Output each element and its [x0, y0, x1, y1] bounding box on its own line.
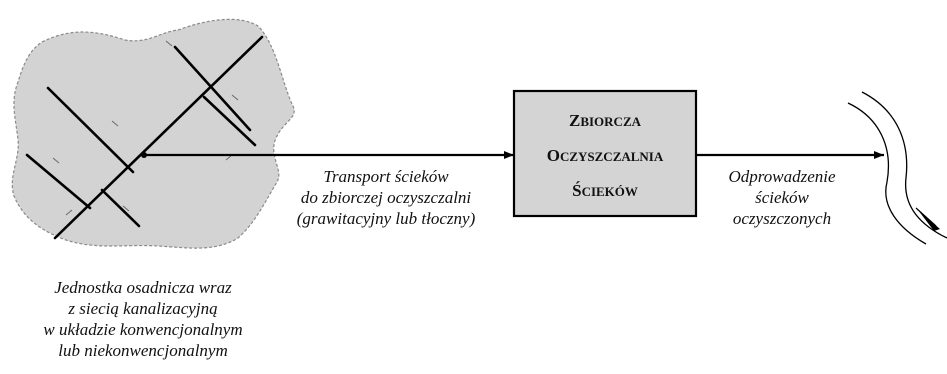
settlement-label-line-3: w układzie konwencjonalnym — [43, 320, 242, 339]
discharge-label-line-1: Odprowadzenie — [728, 167, 835, 186]
transport-label-line-2: do zbiorczej oczyszczalni — [301, 188, 472, 207]
treatment-plant-title-line-1: ZBIORCZA — [569, 111, 642, 130]
settlement-area — [11, 18, 295, 249]
river — [847, 91, 947, 245]
sewer-branch-upper — [173, 45, 252, 132]
river-bank-left — [847, 102, 927, 245]
settlement-label: Jednostka osadnicza wraz z siecią kanali… — [43, 278, 242, 360]
treatment-plant-title-line-2: OCZYSZCZALNIA — [547, 146, 664, 165]
sewer-network — [25, 35, 264, 240]
transport-label: Transport ścieków do zbiorczej oczyszcza… — [297, 167, 476, 228]
discharge-label-line-2: ścieków — [755, 188, 809, 207]
sewer-main-collector — [53, 35, 264, 240]
river-bank-right — [861, 91, 947, 239]
discharge-label: Odprowadzenie ścieków oczyszczonych — [728, 167, 835, 228]
sewer-branch-right — [202, 95, 257, 147]
treatment-plant-title-line-3: ŚCIEKÓW — [572, 181, 638, 200]
settlement-label-line-2: z siecią kanalizacyjną — [67, 299, 217, 318]
sewer-branch-middle — [46, 86, 135, 174]
treatment-plant-box — [512, 89, 698, 218]
treatment-plant: ZBIORCZA OCZYSZCZALNIA ŚCIEKÓW — [512, 89, 698, 218]
settlement-label-line-4: lub niekonwencjonalnym — [58, 341, 228, 360]
sewer-branch-lower — [25, 153, 92, 210]
transport-label-line-1: Transport ścieków — [323, 167, 449, 186]
sewer-branch-bottom — [100, 188, 141, 228]
transport-label-line-3: (grawitacyjny lub tłoczny) — [297, 209, 476, 228]
discharge-label-line-3: oczyszczonych — [733, 209, 831, 228]
settlement-label-line-1: Jednostka osadnicza wraz — [54, 278, 232, 297]
settlement-blob — [11, 18, 295, 249]
